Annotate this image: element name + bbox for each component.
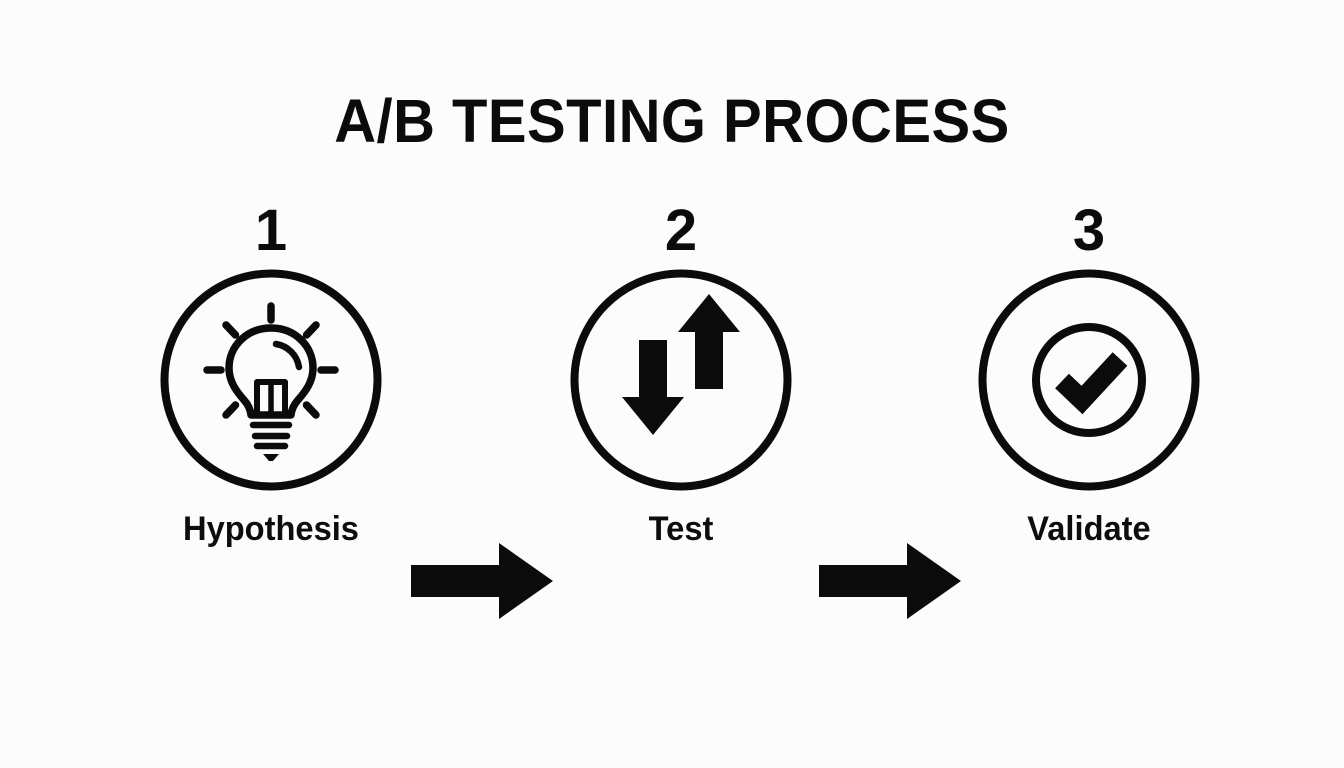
step-number-1: 1 (254, 198, 288, 263)
step-circle-3 (978, 269, 1200, 491)
check-circle-icon (1032, 323, 1146, 437)
lightbulb-base (249, 421, 293, 450)
arrow-up-shape (678, 294, 740, 389)
step-label-test: Test (648, 510, 714, 548)
arrow-down-shape (622, 340, 684, 435)
checkmark-shape (1055, 352, 1128, 415)
step-number-2: 2 (664, 198, 698, 263)
check-inner-circle (1032, 323, 1146, 437)
arrow-right-2 (819, 543, 961, 619)
page-title: A/B TESTING PROCESS (334, 87, 1010, 155)
process-step-test[interactable]: 2 Test (551, 200, 811, 580)
step-circle-2 (570, 269, 792, 491)
block-arrow-right-shape (819, 543, 961, 619)
process-steps: 1 (0, 200, 1344, 619)
step-label-hypothesis: Hypothesis (183, 510, 359, 548)
up-down-arrows-icon (622, 294, 740, 435)
lightbulb-filament-box (254, 379, 288, 418)
step-label-validate: Validate (1027, 510, 1151, 548)
process-step-hypothesis[interactable]: 1 (141, 200, 401, 580)
lightbulb-highlight-arc (272, 340, 303, 371)
arrow-right-1 (411, 543, 553, 619)
lightbulb-base-tip (263, 454, 279, 461)
step-number-3: 3 (1072, 198, 1106, 263)
lightbulb-icon (203, 302, 339, 419)
block-arrow-right-shape (411, 543, 553, 619)
step-circle-1 (160, 269, 382, 491)
process-step-validate[interactable]: 3 Validate (959, 200, 1219, 580)
